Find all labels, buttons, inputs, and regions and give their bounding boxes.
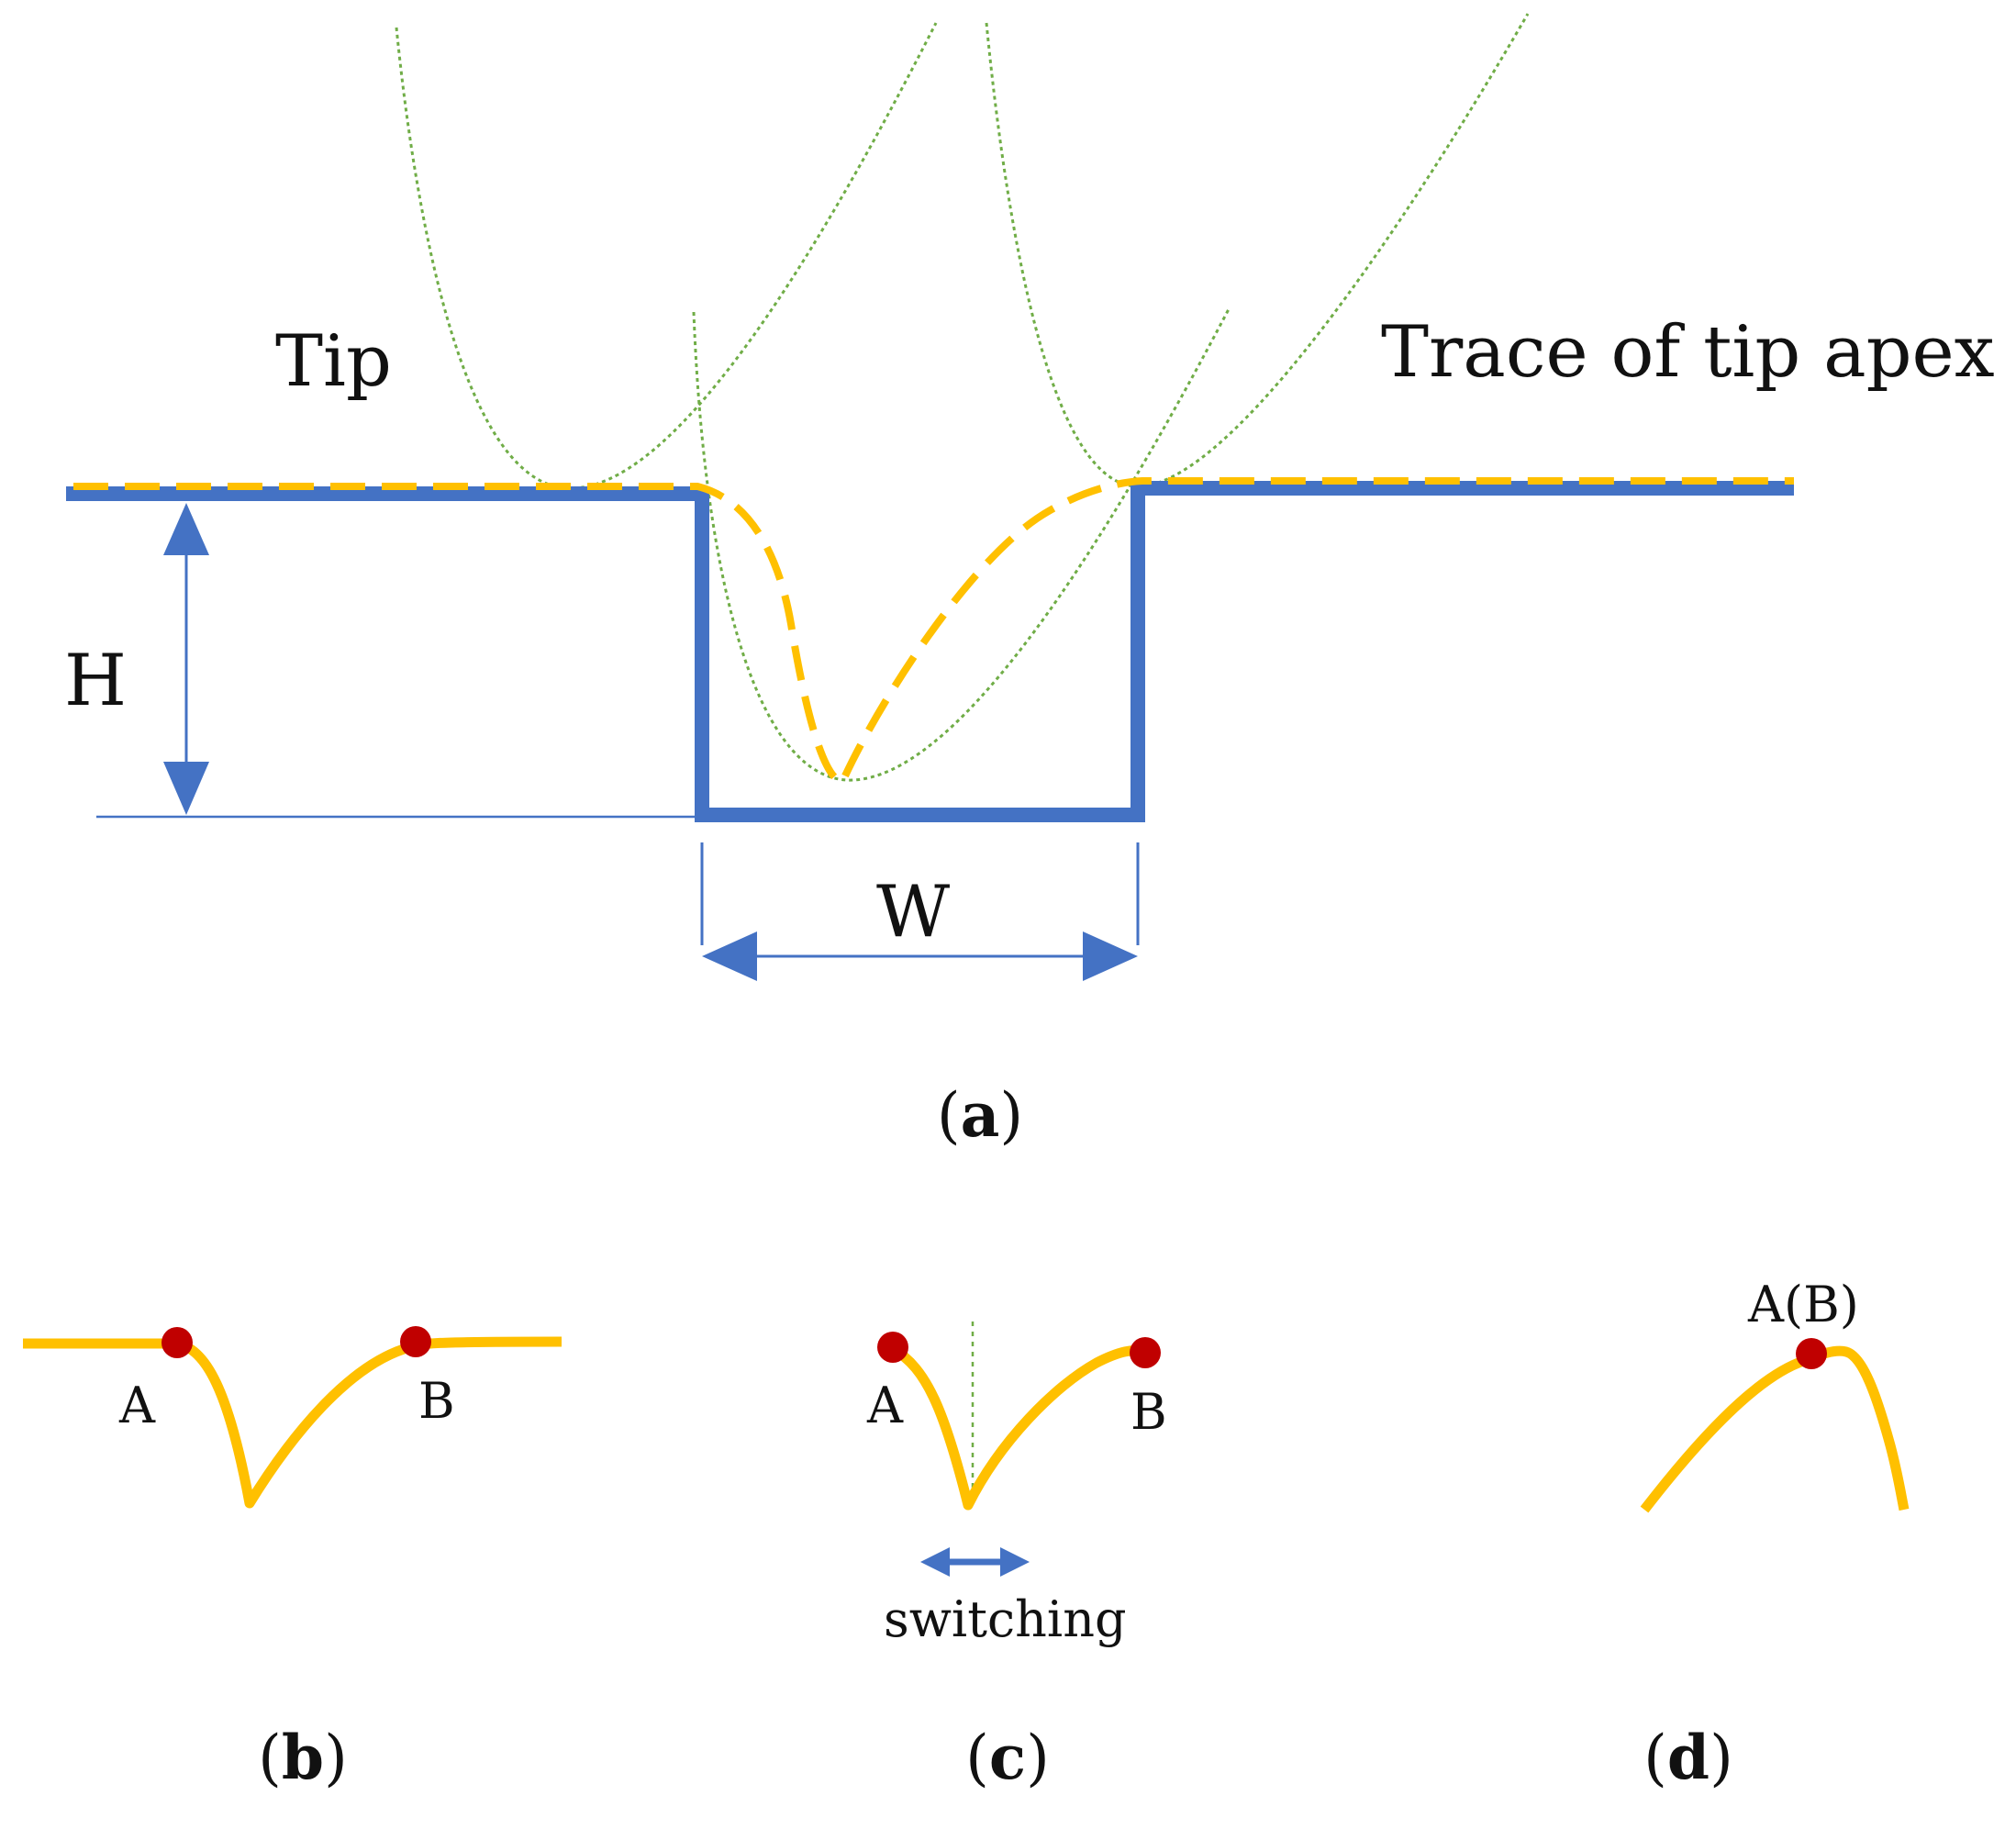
tip-outline-bottom (692, 307, 1231, 782)
panel-c-point-b (1130, 1337, 1161, 1368)
tip-outline-right (985, 13, 1530, 488)
panel-b-label-a: A (118, 1377, 156, 1434)
panel-label-c-open: ( (965, 1723, 989, 1793)
tip-label: Tip (275, 320, 392, 403)
panel-label-d-letter: d (1667, 1722, 1710, 1793)
switching-arrow-right (1000, 1547, 1030, 1577)
panel-label-a-open: ( (937, 1080, 961, 1151)
switching-label: switching (884, 1590, 1127, 1648)
panel-b-label-b: B (418, 1372, 455, 1430)
panel-label-b-close: ) (324, 1723, 348, 1793)
panel-b-trace (23, 1336, 562, 1509)
panel-label-b-letter: b (282, 1722, 324, 1793)
height-label: H (64, 640, 127, 722)
panel-label-d-open: ( (1643, 1723, 1667, 1793)
panel-d-trace (1640, 1345, 1910, 1513)
panel-d-point-ab (1796, 1338, 1827, 1369)
trace-label: Trace of tip apex (1381, 311, 1995, 394)
panel-label-c-close: ) (1026, 1723, 1050, 1793)
panel-b: A B (b) (23, 1326, 562, 1793)
panel-c-point-a (877, 1332, 908, 1363)
panel-label-a-close: ) (999, 1080, 1023, 1151)
width-label: W (876, 871, 950, 954)
panel-b-point-b (400, 1326, 431, 1357)
panel-label-b: (b) (258, 1722, 348, 1793)
panel-label-a: (a) (937, 1079, 1023, 1151)
panel-label-d: (d) (1643, 1722, 1733, 1793)
panel-label-c: (c) (965, 1722, 1050, 1793)
tip-outlines (395, 13, 1530, 782)
panel-label-c-letter: c (989, 1722, 1026, 1793)
surface-profile (66, 481, 1794, 822)
tip-apex-trace (73, 477, 1794, 786)
width-arrow-right (1083, 931, 1138, 981)
width-dimension (700, 842, 1140, 981)
panel-label-a-letter: a (961, 1079, 1000, 1151)
panel-c-trace (890, 1344, 1146, 1511)
panel-label-b-open: ( (258, 1723, 282, 1793)
panel-d: A(B) (d) (1640, 1276, 1910, 1793)
panel-c-label-b: B (1131, 1383, 1167, 1441)
height-dimension (96, 503, 697, 819)
panel-c: A B switching (c) (866, 1322, 1167, 1793)
panel-d-label-ab: A(B) (1747, 1276, 1859, 1333)
width-arrow-left (702, 931, 757, 981)
height-arrow-up (163, 503, 209, 555)
panel-label-d-close: ) (1710, 1723, 1733, 1793)
panel-a: Tip Trace of tip apex H W (a) (64, 13, 1995, 1151)
switching-arrow-left (920, 1547, 950, 1577)
tip-outline-left (395, 22, 938, 490)
panel-b-point-a (162, 1327, 193, 1358)
panel-c-label-a: A (866, 1377, 904, 1434)
height-arrow-down (163, 762, 209, 815)
